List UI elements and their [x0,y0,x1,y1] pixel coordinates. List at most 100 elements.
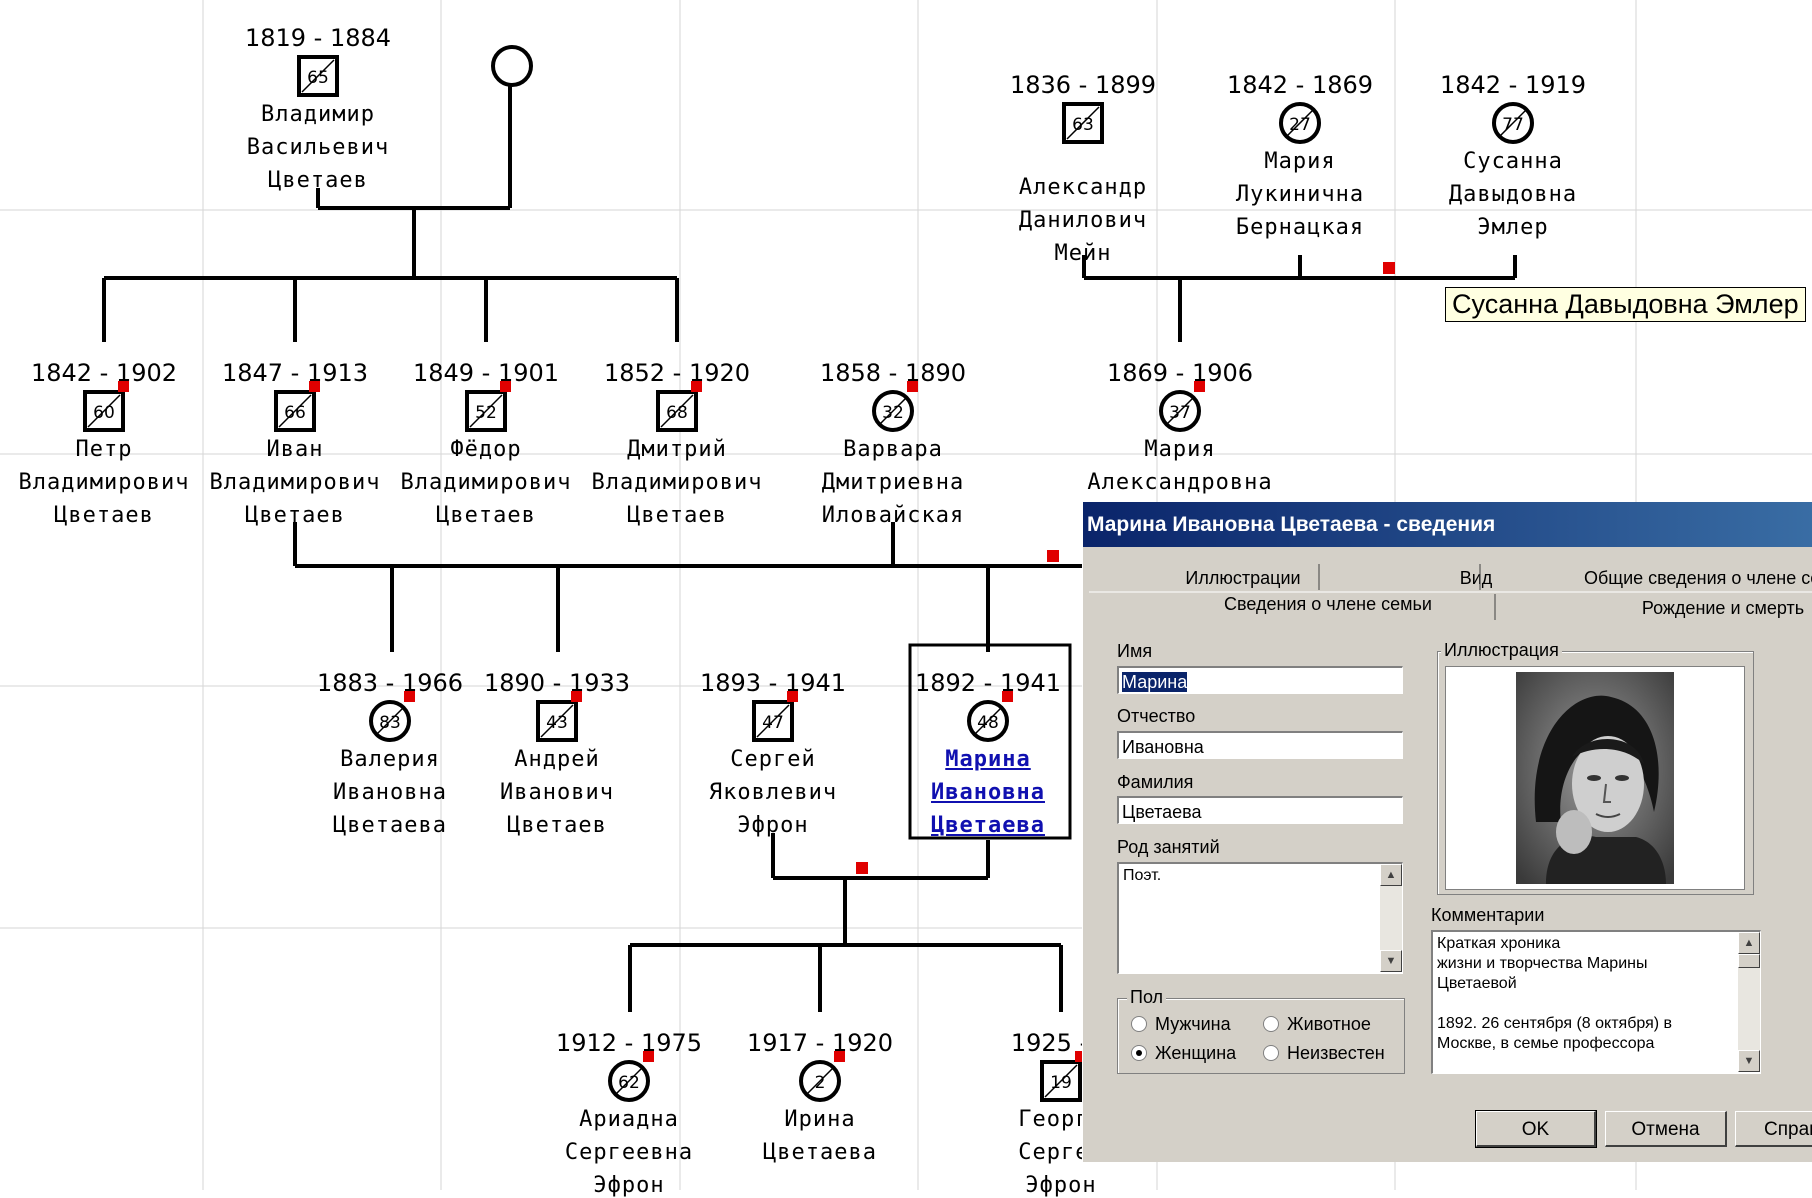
person-name-line: Петр [75,437,133,462]
marriage-marker-icon[interactable] [856,862,868,874]
person-marker-icon [1194,381,1205,392]
female-symbol-icon[interactable] [872,390,914,432]
tab-member-info[interactable]: Сведения о члене семьи [1224,594,1432,614]
sex-radio-unknown[interactable]: Неизвестен [1263,1043,1385,1064]
person-name-line: Лукинична [1235,182,1365,207]
surname-label: Фамилия [1117,772,1194,792]
male-symbol-icon[interactable] [1040,1060,1082,1102]
male-symbol-icon[interactable] [83,390,125,432]
person-years: 1890 - 1933 [483,669,631,697]
person-name-line: Цветаев [507,813,607,838]
sex-radio-female-label: Женщина [1155,1043,1237,1063]
marriage-marker-icon[interactable] [1383,262,1395,274]
first-name-value: Марина [1122,672,1188,692]
first-name-field[interactable]: Марина [1117,666,1403,694]
person-name-line[interactable]: Марина [945,747,1031,772]
patronymic-label: Отчество [1117,706,1196,726]
person-tooltip: Сусанна Давыдовна Эмлер [1445,287,1806,322]
portrait-photo [1516,672,1674,884]
person-name-line: Цветаев [627,503,727,528]
male-symbol-icon[interactable] [752,700,794,742]
female-symbol-icon[interactable] [608,1060,650,1102]
person-name-line: Валерия [340,747,440,772]
person-name-line: Эфрон [737,813,809,838]
scroll-thumb[interactable] [1738,954,1760,968]
female-symbol-icon[interactable] [1279,102,1321,144]
person-years: 1842 - 1919 [1439,71,1587,99]
person-name-line: Фёдор [450,437,522,462]
occupation-field[interactable]: Поэт. ▲ ▼ [1117,862,1403,974]
tab-birth-death[interactable]: Рождение и смерть [1641,598,1805,618]
person-years: 1842 - 1869 [1226,71,1374,99]
scroll-up-icon[interactable]: ▲ [1738,932,1760,954]
sex-radio-unknown-label: Неизвестен [1287,1043,1385,1063]
marriage-marker-icon[interactable] [1047,550,1059,562]
help-button[interactable]: Справ [1735,1111,1812,1147]
illustration-frame[interactable] [1445,666,1745,890]
female-symbol-icon[interactable] [1492,102,1534,144]
person-marker-icon [500,381,511,392]
tab-view[interactable]: Вид [1459,568,1493,588]
sex-radio-female[interactable]: Женщина [1131,1043,1236,1064]
sex-radio-male[interactable]: Мужчина [1131,1014,1231,1035]
person-years: 1917 - 1920 [746,1029,894,1057]
male-symbol-icon[interactable] [465,390,507,432]
female-symbol-icon[interactable] [1159,390,1201,432]
male-symbol-icon[interactable] [536,700,578,742]
person-name-line: Давыдовна [1448,182,1578,207]
person-marker-icon [1002,691,1013,702]
person-name-line: Цветаев [436,503,536,528]
person-years: 1858 - 1890 [819,359,967,387]
male-symbol-icon[interactable] [297,55,339,97]
radio-icon [1263,1016,1279,1032]
person-name-line: Цветаев [245,503,345,528]
scroll-up-icon[interactable]: ▲ [1380,864,1402,886]
person-name-line: Эфрон [1025,1173,1097,1198]
person-name-line: Сергеевна [564,1140,694,1165]
person-age: 32 [882,403,904,423]
female-symbol-icon[interactable] [491,45,533,87]
male-symbol-icon[interactable] [1062,102,1104,144]
cancel-button[interactable]: Отмена [1605,1111,1727,1147]
person-name-line: Андрей [514,747,600,772]
sex-radio-animal[interactable]: Животное [1263,1014,1371,1035]
person-name-line[interactable]: Цветаева [931,813,1045,838]
scroll-down-icon[interactable]: ▼ [1380,950,1402,972]
person-age: 37 [1169,403,1191,423]
female-symbol-icon[interactable] [799,1060,841,1102]
male-symbol-icon[interactable] [274,390,316,432]
female-symbol-icon[interactable] [967,700,1009,742]
person-name-line[interactable]: Ивановна [931,780,1045,805]
occupation-scrollbar[interactable]: ▲ ▼ [1380,864,1402,972]
dialog-title[interactable]: Марина Ивановна Цветаева - сведения [1083,502,1812,547]
person-name-line: Владимирович [209,470,381,495]
person-details-dialog: Марина Ивановна Цветаева - сведения Иллю… [1083,502,1812,1162]
tab-illustrations[interactable]: Иллюстрации [1185,568,1301,588]
illustration-group [1437,651,1754,895]
person-years: 1819 - 1884 [244,24,392,52]
comments-line: Краткая хроника [1437,935,1561,952]
ok-button[interactable]: OK [1475,1110,1597,1148]
person-years: 1852 - 1920 [603,359,751,387]
tab-general-info[interactable]: Общие сведения о члене семьи [1583,568,1812,588]
person-age: 68 [666,403,688,423]
scroll-down-icon[interactable]: ▼ [1738,1050,1760,1072]
person-name-line: Иловайская [821,503,965,528]
patronymic-field[interactable]: Ивановна [1117,731,1403,759]
person-age: 43 [546,713,568,733]
male-symbol-icon[interactable] [656,390,698,432]
person-age: 52 [475,403,497,423]
comments-label: Комментарии [1431,905,1545,925]
person-name-line: Иван [266,437,324,462]
female-symbol-icon[interactable] [369,700,411,742]
radio-icon [1131,1016,1147,1032]
person-name-line: Александр [1018,175,1148,200]
comments-scrollbar[interactable]: ▲ ▼ [1738,932,1760,1072]
surname-field[interactable]: Цветаева [1117,796,1403,824]
person-name-line: Мария [1264,149,1336,174]
person-marker-icon [404,691,415,702]
person-age: 47 [762,713,784,733]
